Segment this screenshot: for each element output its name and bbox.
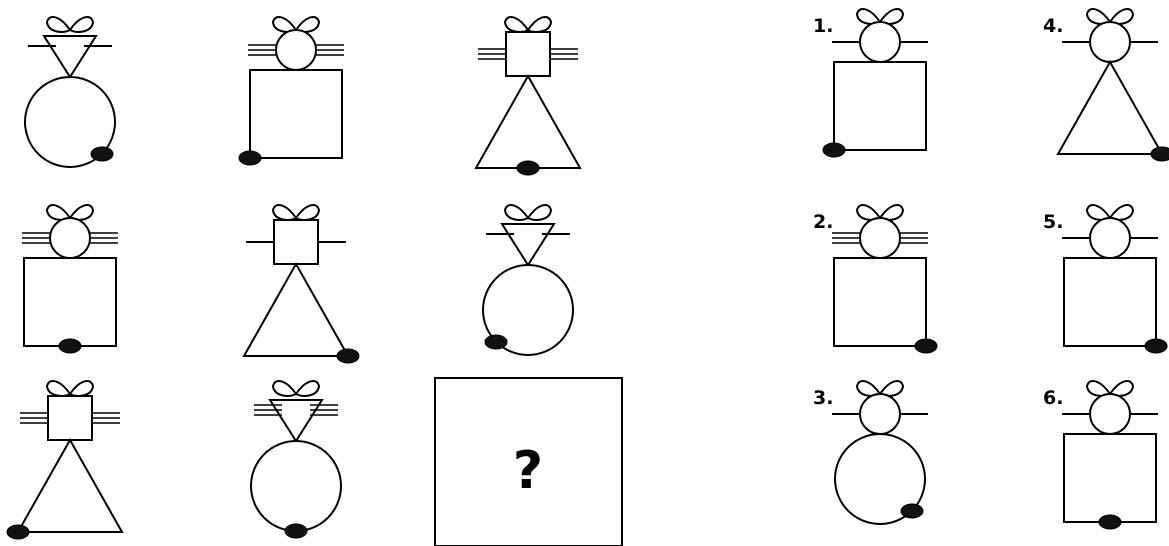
matrix-figure — [239, 17, 344, 165]
body-square-icon — [834, 62, 926, 150]
body-circle-icon — [251, 441, 341, 531]
bow-right-icon — [296, 381, 319, 396]
head-circle-icon — [860, 22, 900, 62]
foot-dot-icon — [823, 143, 845, 157]
answer-option[interactable]: 4. — [1043, 9, 1169, 161]
answer-option[interactable]: 3. — [813, 381, 928, 524]
answer-option[interactable]: 5. — [1043, 205, 1167, 353]
body-square-icon — [24, 258, 116, 346]
head-square-icon — [48, 396, 92, 440]
option-figure[interactable] — [1062, 381, 1158, 529]
answer-options: 1. 2. 3. 4. 5. 6. — [813, 9, 1169, 529]
foot-dot-icon — [915, 339, 937, 353]
matrix-figure — [25, 17, 115, 167]
option-figure[interactable] — [832, 381, 928, 524]
head-circle-icon — [860, 218, 900, 258]
matrix-figure — [244, 205, 359, 363]
bow-left-icon — [273, 381, 296, 396]
foot-dot-icon — [901, 504, 923, 518]
bow-right-icon — [70, 17, 93, 32]
foot-dot-icon — [91, 147, 113, 161]
matrix-figure — [22, 205, 118, 353]
answer-option[interactable]: 6. — [1043, 381, 1158, 529]
head-square-icon — [274, 220, 318, 264]
foot-dot-icon — [337, 349, 359, 363]
body-square-icon — [1064, 434, 1156, 522]
option-label: 2. — [813, 211, 833, 233]
option-label: 3. — [813, 387, 833, 409]
head-circle-icon — [276, 30, 316, 70]
body-triangle-icon — [18, 440, 122, 532]
question-mark: ? — [513, 441, 543, 501]
bow-right-icon — [70, 381, 93, 396]
head-circle-icon — [50, 218, 90, 258]
head-circle-icon — [860, 394, 900, 434]
bow-right-icon — [528, 17, 551, 32]
head-circle-icon — [1090, 22, 1130, 62]
answer-option[interactable]: 1. — [813, 9, 928, 157]
bow-left-icon — [505, 205, 528, 220]
matrix-figure — [7, 381, 122, 539]
head-triangle-icon — [44, 36, 96, 77]
bow-right-icon — [528, 205, 551, 220]
bow-left-icon — [273, 205, 296, 220]
bow-left-icon — [47, 381, 70, 396]
foot-dot-icon — [485, 335, 507, 349]
head-circle-icon — [1090, 394, 1130, 434]
foot-dot-icon — [1145, 339, 1167, 353]
head-triangle-icon — [270, 400, 322, 441]
answer-slot[interactable]: ? — [435, 378, 622, 546]
matrix-figure — [251, 381, 341, 538]
matrix-figure — [476, 17, 580, 175]
matrix-figure — [483, 205, 573, 355]
foot-dot-icon — [517, 161, 539, 175]
option-label: 6. — [1043, 387, 1063, 409]
option-figure[interactable] — [823, 9, 928, 157]
option-figure[interactable] — [1062, 205, 1167, 353]
option-label: 4. — [1043, 15, 1063, 37]
body-triangle-icon — [476, 76, 580, 168]
head-square-icon — [506, 32, 550, 76]
foot-dot-icon — [1099, 515, 1121, 529]
body-triangle-icon — [244, 264, 348, 356]
foot-dot-icon — [1151, 147, 1169, 161]
bow-left-icon — [505, 17, 528, 32]
body-square-icon — [250, 70, 342, 158]
option-figure[interactable] — [832, 205, 937, 353]
bow-right-icon — [296, 205, 319, 220]
option-figure[interactable] — [1058, 9, 1169, 161]
body-triangle-icon — [1058, 62, 1162, 154]
head-triangle-icon — [502, 224, 554, 265]
foot-dot-icon — [285, 524, 307, 538]
foot-dot-icon — [7, 525, 29, 539]
option-label: 1. — [813, 15, 833, 37]
foot-dot-icon — [239, 151, 261, 165]
body-square-icon — [834, 258, 926, 346]
answer-option[interactable]: 2. — [813, 205, 937, 353]
head-circle-icon — [1090, 218, 1130, 258]
option-label: 5. — [1043, 211, 1063, 233]
body-square-icon — [1064, 258, 1156, 346]
bow-left-icon — [47, 17, 70, 32]
foot-dot-icon — [59, 339, 81, 353]
